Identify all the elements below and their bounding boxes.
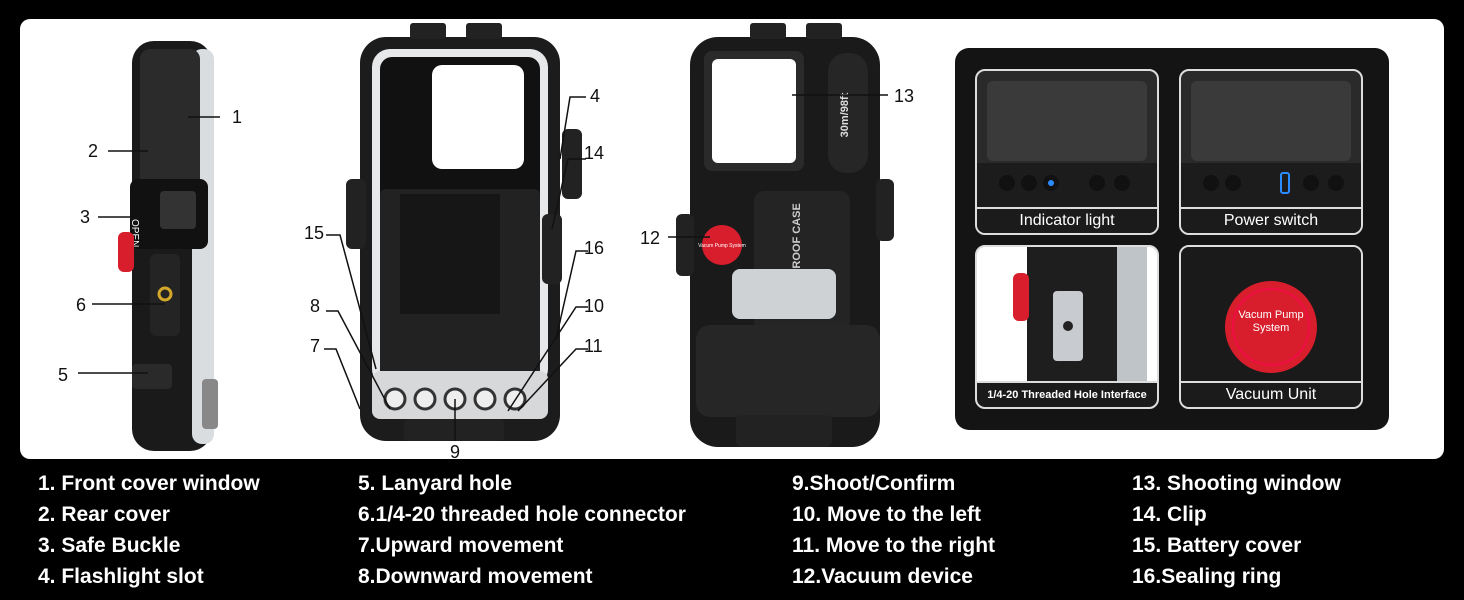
callout-9: 9	[450, 442, 461, 459]
legend-item: 16.Sealing ring	[1132, 565, 1282, 588]
callout-13: 13	[894, 86, 915, 106]
callout-12: 12	[640, 228, 661, 248]
case-illustrations: OPEN	[78, 23, 894, 451]
legend-column-3: 9.Shoot/Confirm 10. Move to the left 11.…	[792, 468, 995, 592]
indicator-light-caption: Indicator light	[977, 207, 1157, 233]
indicator-light-dot	[1048, 180, 1054, 186]
callout-7: 7	[310, 336, 321, 356]
diagram-panel: OPEN	[20, 19, 1444, 459]
callout-3: 3	[80, 207, 91, 227]
callout-8: 8	[310, 296, 321, 316]
depth-label: 30m/98ft	[839, 92, 851, 137]
legend-item: 11. Move to the right	[792, 534, 996, 557]
threaded-hole-image	[1013, 247, 1147, 383]
legend-item: 8.Downward movement	[358, 565, 593, 588]
threaded-hole-thumb: 1/4-20 Threaded Hole Interface	[975, 245, 1159, 409]
callout-2: 2	[88, 141, 99, 161]
callout-15: 15	[304, 223, 325, 243]
vacuum-unit-caption: Vacuum Unit	[1181, 381, 1361, 407]
pump-small-label: Vacum Pump System	[698, 243, 746, 249]
legend-item: 14. Clip	[1132, 503, 1207, 526]
power-switch-image	[1181, 81, 1361, 207]
legend-item: 3. Safe Buckle	[38, 534, 181, 557]
legend-column-2: 5. Lanyard hole 6.1/4-20 threaded hole c…	[358, 468, 686, 592]
legend-item: 10. Move to the left	[792, 503, 982, 526]
open-label: OPEN	[129, 219, 140, 247]
legend-item: 6.1/4-20 threaded hole connector	[358, 503, 686, 526]
callout-1: 1	[232, 107, 243, 127]
callout-4: 4	[590, 86, 601, 106]
indicator-light-thumb: Indicator light	[975, 69, 1159, 235]
front-view	[346, 23, 582, 441]
legend-item: 15. Battery cover	[1132, 534, 1302, 557]
power-switch-thumb: Power switch	[1179, 69, 1363, 235]
callout-6: 6	[76, 295, 87, 315]
detail-inset-panel: Indicator light Power switch 1/4-20 Thre…	[955, 48, 1389, 430]
legend-item: 2. Rear cover	[38, 503, 170, 526]
vacuum-unit-thumb: Vacum Pump System Vacuum Unit	[1179, 245, 1363, 409]
legend-item: 7.Upward movement	[358, 534, 564, 557]
vacuum-knob-back	[702, 225, 742, 265]
vacuum-pump-label: Vacum Pump System	[1238, 309, 1304, 334]
indicator-light-image	[977, 81, 1157, 207]
legend-item: 4. Flashlight slot	[38, 565, 204, 588]
legend-item: 5. Lanyard hole	[358, 472, 513, 495]
legend-item: 9.Shoot/Confirm	[792, 472, 956, 495]
callout-5: 5	[58, 365, 69, 385]
vacuum-knob-side	[118, 232, 134, 272]
leader-lines	[78, 94, 888, 441]
side-view: OPEN	[118, 41, 218, 451]
legend-column-1: 1. Front cover window 2. Rear cover 3. S…	[38, 468, 260, 592]
callout-10: 10	[584, 296, 605, 316]
vacuum-unit-image	[1181, 247, 1361, 383]
power-switch-caption: Power switch	[1181, 207, 1361, 233]
legend-item: 1. Front cover window	[38, 472, 260, 495]
legend-item: 12.Vacuum device	[792, 565, 973, 588]
threaded-hole-caption: 1/4-20 Threaded Hole Interface	[977, 381, 1157, 407]
back-view: 30m/98ft WATERPROOF CASE Vacum Pump Syst…	[676, 23, 894, 447]
callout-14: 14	[584, 143, 605, 163]
callout-11: 11	[584, 336, 603, 356]
legend-item: 13. Shooting window	[1132, 472, 1341, 495]
callout-16: 16	[584, 238, 605, 258]
legend-column-4: 13. Shooting window 14. Clip 15. Battery…	[1132, 468, 1341, 592]
power-switch-outline	[1280, 172, 1290, 194]
